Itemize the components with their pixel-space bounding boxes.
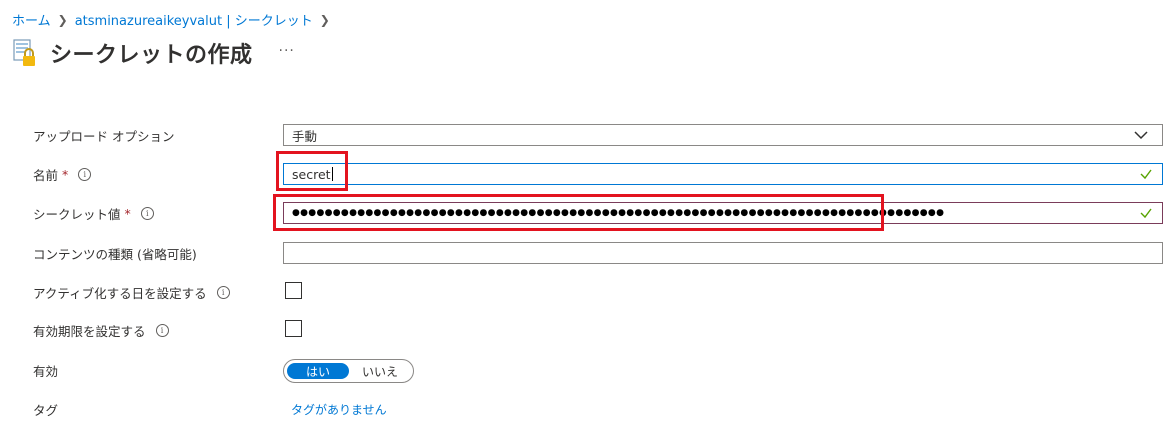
form-row-content-type: コンテンツの種類 (省略可能) [0,239,1168,267]
activation-date-checkbox[interactable] [285,282,302,299]
name-label-text: 名前 [33,167,59,183]
breadcrumb: ホーム ❯ atsminazureaikeyvalut | シークレット ❯ [12,10,337,30]
page-header: シークレットの作成 ··· [12,36,295,70]
name-input-value: secret [292,166,331,182]
breadcrumb-separator-icon: ❯ [57,12,68,27]
chevron-down-icon [1134,131,1148,140]
tags-label: タグ [33,402,59,418]
form-row-secret-value: シークレット値 * i ●●●●●●●●●●●●●●●●●●●●●●●●●●●●… [0,199,1168,227]
secret-value-label: シークレット値 * i [33,199,154,227]
info-icon[interactable]: i [140,206,154,220]
secret-value-label-text: シークレット値 [33,206,121,222]
upload-options-label: アップロード オプション [33,128,175,144]
key-vault-secret-icon [12,36,40,70]
form-row-activation-date: アクティブ化する日を設定する i [0,278,1168,306]
info-icon[interactable]: i [216,285,230,299]
highlight-box-secret-value [273,194,884,231]
required-mark: * [124,205,131,221]
content-type-label: コンテンツの種類 (省略可能) [33,246,197,262]
name-label: 名前 * i [33,160,92,188]
upload-options-value: 手動 [292,128,318,144]
required-mark: * [62,166,69,182]
upload-options-dropdown[interactable]: 手動 [283,124,1163,146]
expiration-date-label-text: 有効期限を設定する [33,323,146,339]
checkmark-icon [1140,208,1152,219]
highlight-box-name [276,151,348,191]
form-row-tags: タグ タグがありません [0,395,1168,423]
secret-value-input[interactable]: ●●●●●●●●●●●●●●●●●●●●●●●●●●●●●●●●●●●●●●●●… [283,202,1163,224]
page-title: シークレットの作成 [50,43,253,68]
info-icon[interactable]: i [155,323,169,337]
activation-date-label-text: アクティブ化する日を設定する [33,285,207,301]
tags-link[interactable]: タグがありません [291,402,387,417]
checkmark-icon [1140,169,1152,180]
text-caret [331,167,333,181]
secret-value-masked: ●●●●●●●●●●●●●●●●●●●●●●●●●●●●●●●●●●●●●●●●… [292,208,945,218]
more-options-button[interactable]: ··· [278,43,295,59]
expiration-date-label: 有効期限を設定する i [33,316,169,344]
content-type-input[interactable] [283,242,1163,264]
breadcrumb-vault-link[interactable]: atsminazureaikeyvalut | シークレット [74,14,313,29]
enabled-no-option[interactable]: いいえ [361,364,398,379]
form-row-expiration-date: 有効期限を設定する i [0,316,1168,344]
enabled-toggle[interactable]: はい いいえ [283,359,414,383]
form-row-enabled: 有効 はい いいえ [0,356,1168,384]
breadcrumb-separator-icon: ❯ [319,12,330,27]
enabled-yes-option[interactable]: はい [287,363,349,379]
name-input[interactable]: secret [283,163,1163,185]
expiration-date-checkbox[interactable] [285,320,302,337]
activation-date-label: アクティブ化する日を設定する i [33,278,230,306]
enabled-label: 有効 [33,363,59,379]
form-row-upload-options: アップロード オプション 手動 [0,121,1168,149]
form-row-name: 名前 * i secret [0,160,1168,188]
breadcrumb-home-link[interactable]: ホーム [12,14,51,29]
info-icon[interactable]: i [78,167,92,181]
